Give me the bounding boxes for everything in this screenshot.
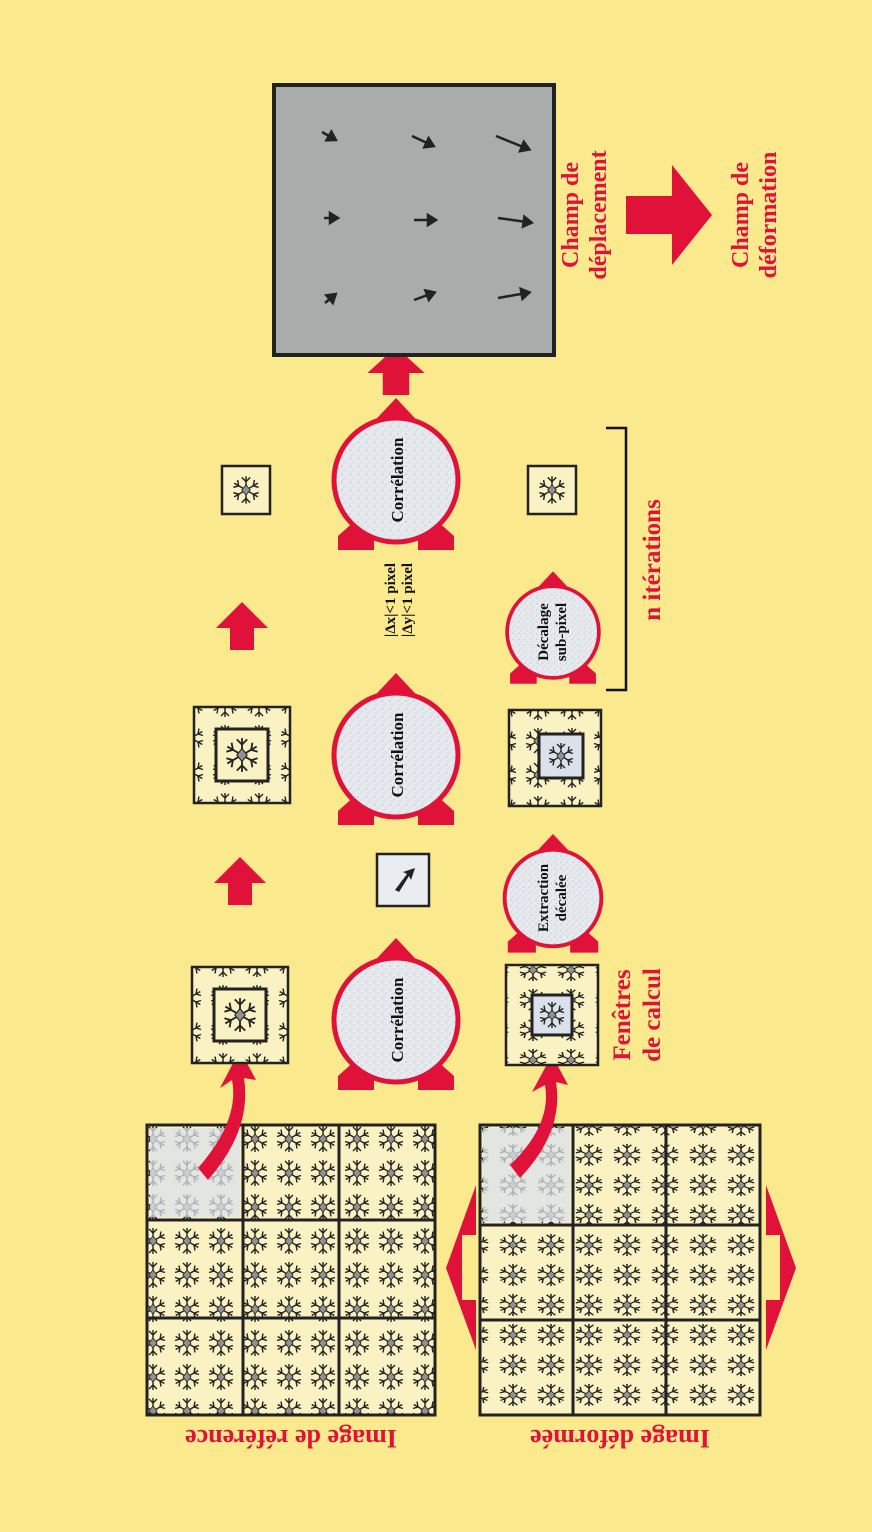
arrow-up-ref-2 (216, 602, 268, 650)
extract-arrow-def (510, 1055, 568, 1178)
window-def-1 (504, 963, 600, 1067)
delta-x-label: |Δx|<1 pixel (383, 563, 399, 637)
fenetres-label-2: de calcul (639, 968, 666, 1062)
iterations-bracket (606, 426, 628, 692)
reference-image-label: Image de référence (185, 1424, 397, 1453)
subpixel-label-1: Décalage (536, 603, 552, 661)
small-window-ref-3 (222, 466, 270, 514)
displacement-arrow-icon (324, 210, 341, 226)
displacement-window-1 (375, 852, 431, 908)
displacement-arrow-icon (495, 134, 532, 153)
champ-deplacement-line1: Champ de (558, 162, 584, 268)
delta-y-label: |Δy|<1 pixel (400, 563, 416, 637)
reference-double-arrow (446, 1185, 476, 1350)
iterations-label: n itérations (639, 499, 666, 621)
deformed-image (478, 1123, 762, 1417)
champ-deformation-line1: Champ de (728, 162, 754, 268)
champ-deplacement-line2: déplacement (586, 150, 612, 279)
displacement-arrow-icon (497, 214, 535, 229)
champ-deformation-line2: déformation (756, 152, 782, 279)
field-transform-arrow (626, 165, 712, 265)
window-ref-1 (192, 967, 288, 1063)
displacement-arrow-icon (497, 286, 532, 302)
correlation-label-2: Corrélation (388, 712, 407, 798)
extraction-label-1: Extraction (536, 863, 552, 932)
displacement-arrow-icon (411, 134, 436, 149)
displacement-arrow-icon (321, 129, 338, 142)
reference-image (145, 1123, 437, 1417)
extraction-node (502, 832, 604, 955)
subpixel-node (505, 569, 601, 686)
extract-arrow-ref (198, 1050, 256, 1180)
small-window-def-3 (528, 466, 576, 514)
window-def-2 (507, 708, 603, 808)
displacement-arrow-icon (395, 868, 415, 892)
displacement-arrows (321, 129, 535, 306)
fenetres-label-1: Fenêtres (609, 969, 636, 1060)
displacement-arrow-icon (414, 212, 439, 228)
arrow-up-ref-1 (214, 857, 266, 905)
window-ref-2 (194, 707, 290, 803)
subpixel-label-2: sub-pixel (554, 603, 570, 661)
correlation-label-1: Corrélation (388, 977, 407, 1063)
extraction-label-2: décalée (554, 874, 570, 921)
correlation-label-3: Corrélation (388, 437, 407, 523)
deformed-image-label: Image déformée (530, 1424, 710, 1453)
displacement-arrow-icon (413, 288, 437, 303)
displacement-arrow-icon (323, 292, 338, 306)
deformed-double-arrow (766, 1185, 796, 1350)
